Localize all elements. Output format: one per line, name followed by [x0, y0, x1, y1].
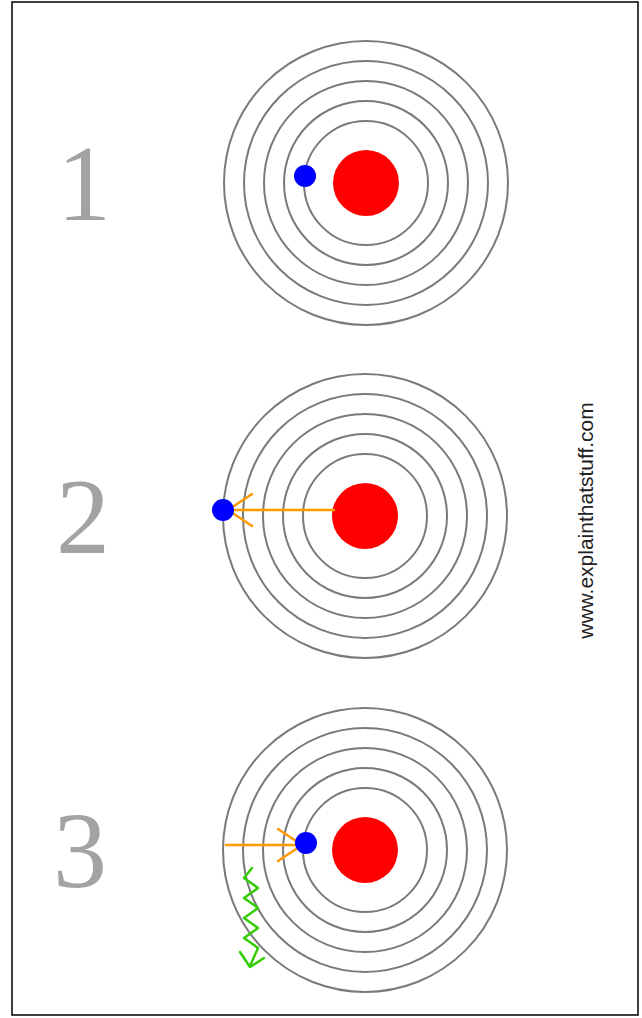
photon-wave	[240, 868, 264, 967]
step-number: 1	[57, 130, 111, 238]
step-number: 3	[53, 797, 107, 905]
step-number: 2	[56, 463, 110, 571]
electron	[212, 165, 317, 854]
frame	[12, 2, 638, 1015]
nucleus	[332, 150, 399, 883]
orbit-rings	[223, 41, 508, 992]
watermark: www.explainthatstuff.com	[575, 402, 596, 639]
energy-arrow	[226, 494, 334, 861]
